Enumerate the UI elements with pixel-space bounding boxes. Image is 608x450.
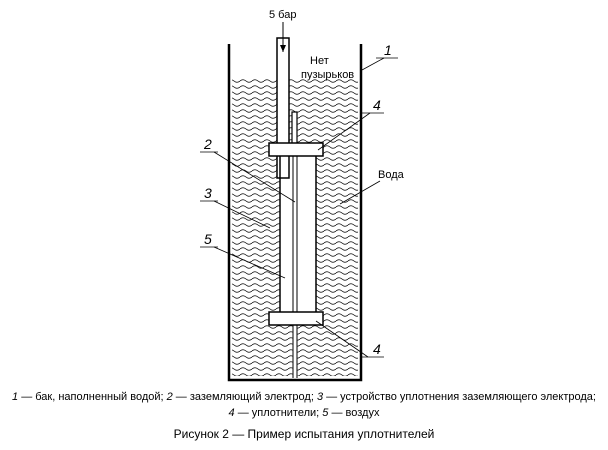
legend-num-3: 3 bbox=[316, 391, 324, 403]
legend-num-1: 1 bbox=[12, 391, 19, 403]
leader-4-bottom bbox=[315, 320, 369, 358]
seal-test-diagram: 5 бар Нет пузырьков Вода 1 4 2 3 5 4 bbox=[200, 9, 405, 382]
leader-1 bbox=[361, 57, 385, 71]
seal-tube-interior bbox=[280, 155, 316, 313]
water-label: Вода bbox=[378, 169, 405, 181]
callout-3: 3 bbox=[204, 185, 212, 201]
seal-top bbox=[268, 142, 324, 157]
callout-4-bottom: 4 bbox=[373, 341, 381, 357]
figure-legend: 1 — бак, наполненный водой; 2 — заземляю… bbox=[0, 389, 608, 421]
tank-walls bbox=[227, 44, 363, 382]
callout-1: 1 bbox=[384, 42, 392, 58]
legend-num-2: 2 bbox=[166, 391, 173, 403]
electrode-rod-lower-fill bbox=[293, 325, 297, 378]
electrode-upper-pipe bbox=[277, 38, 289, 178]
callout-2: 2 bbox=[203, 136, 212, 152]
leader-water bbox=[339, 180, 381, 205]
pressure-arrow-head bbox=[280, 45, 286, 52]
no-bubbles-label-1: Нет bbox=[310, 55, 329, 67]
callout-5: 5 bbox=[204, 231, 212, 247]
leader-4-top bbox=[317, 112, 371, 151]
legend-num-4: 4 bbox=[228, 407, 235, 419]
leader-3 bbox=[213, 200, 271, 229]
legend-text-2: — заземляющий электрод; bbox=[172, 391, 317, 403]
legend-num-5: 5 bbox=[322, 407, 329, 419]
legend-text-3: — устройство уплотнения заземляющего эле… bbox=[323, 391, 596, 403]
no-bubbles-label-2: пузырьков bbox=[301, 69, 354, 81]
callout-4-top: 4 bbox=[373, 97, 381, 113]
leader-2 bbox=[213, 151, 296, 203]
leader-5 bbox=[213, 246, 286, 279]
legend-text-1: — бак, наполненный водой; bbox=[18, 391, 167, 403]
pressure-label: 5 бар bbox=[269, 9, 296, 21]
legend-text-4: — уплотнители; bbox=[234, 407, 323, 419]
seal-bottom bbox=[268, 311, 324, 326]
legend-text-5: — воздух bbox=[328, 407, 380, 419]
legend-line-2: 4 — уплотнители; 5 — воздух bbox=[0, 405, 608, 421]
rod-top bbox=[291, 111, 298, 145]
figure-caption: Рисунок 2 — Пример испытания уплотнителе… bbox=[173, 427, 435, 441]
legend-line-1: 1 — бак, наполненный водой; 2 — заземляю… bbox=[0, 389, 608, 405]
